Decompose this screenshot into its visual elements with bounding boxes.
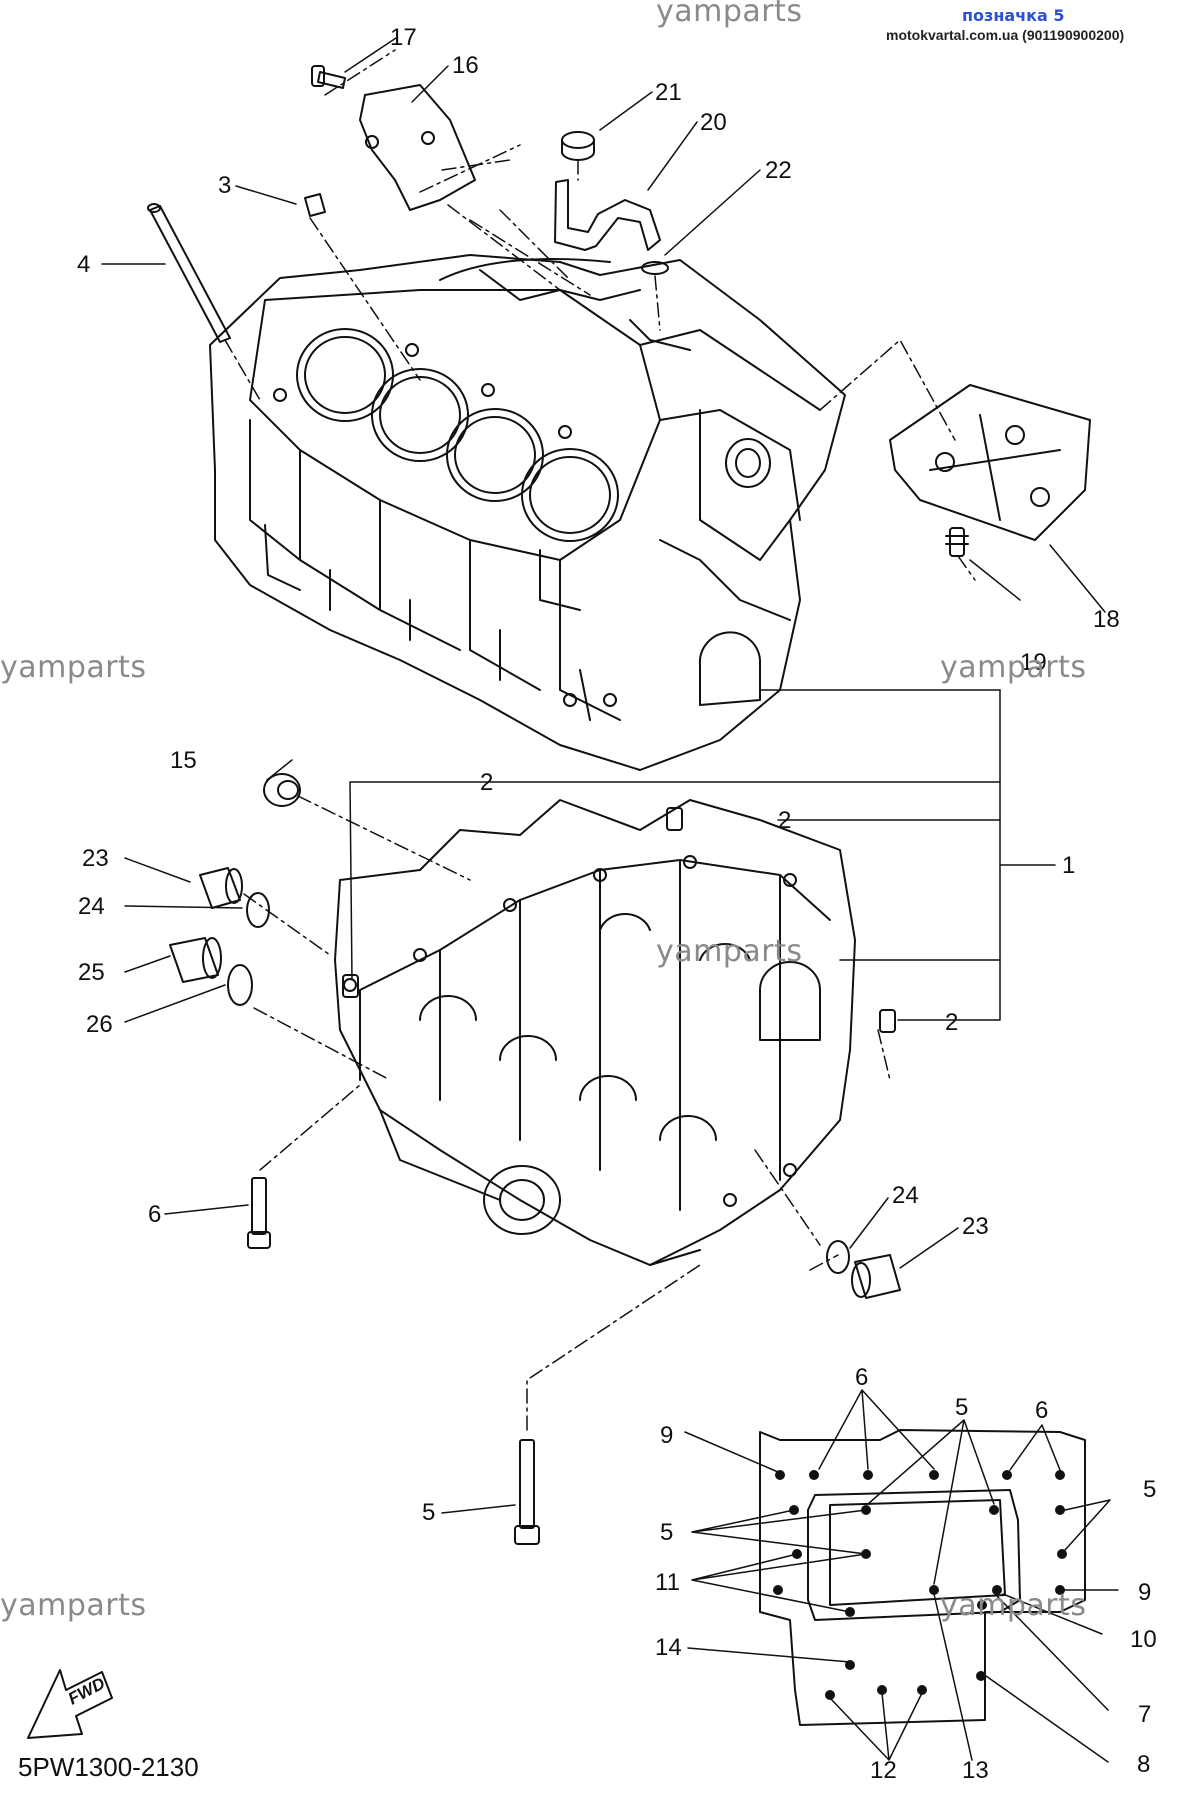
part-20-hose [554, 179, 661, 251]
part-19-bolt [945, 527, 969, 557]
callout-23a: 23 [82, 845, 109, 872]
part-24-o-ring-right [826, 1240, 850, 1274]
callout-18: 18 [1093, 606, 1120, 633]
callout-11: 11 [655, 1569, 680, 1596]
callout-14: 14 [655, 1634, 682, 1661]
leader-lines [101, 37, 1119, 1763]
callout-6c: 6 [1035, 1397, 1048, 1424]
callout-17: 17 [390, 24, 417, 51]
fwd-arrow-icon [27, 1669, 113, 1739]
part-16-cover [359, 84, 476, 211]
callout-24b: 24 [892, 1182, 919, 1209]
callout-5d: 5 [660, 1519, 673, 1546]
callout-1: 1 [1062, 852, 1075, 879]
callout-5b: 5 [955, 1394, 968, 1421]
callout-23b: 23 [962, 1213, 989, 1240]
callout-9b: 9 [1138, 1579, 1151, 1606]
part-23-plug-left [199, 867, 243, 909]
part-24-o-ring-left [246, 892, 270, 928]
part-18-plate [889, 384, 1091, 541]
watermark: yamparts [940, 1588, 1087, 1623]
part-25-plug-left [169, 937, 222, 983]
callout-7: 7 [1138, 1701, 1151, 1728]
site-line: motokvartal.com.ua (901190900200) [886, 27, 1125, 43]
watermark: yamparts [656, 0, 803, 29]
callout-19: 19 [1020, 649, 1047, 676]
part-22-o-ring [641, 261, 669, 275]
part-15-plug [263, 773, 301, 807]
callout-20: 20 [700, 109, 727, 136]
callout-4: 4 [77, 251, 90, 278]
part-4-stud [147, 203, 231, 343]
callout-2a: 2 [480, 769, 493, 796]
callout-6b: 6 [855, 1364, 868, 1391]
callout-13: 13 [962, 1757, 989, 1784]
callout-12: 12 [870, 1757, 897, 1784]
watermark: yamparts [940, 650, 1087, 685]
exploded-view-lines [224, 49, 976, 1431]
bolt-hole [773, 1470, 1067, 1700]
callout-5c: 5 [1143, 1476, 1156, 1503]
part-2-dowel [342, 807, 896, 1033]
lower-crankcase [334, 799, 856, 1266]
callout-21: 21 [655, 79, 682, 106]
callout-6a: 6 [148, 1201, 161, 1228]
bolt-pattern-inset [759, 1429, 1086, 1726]
callout-5a: 5 [422, 1499, 435, 1526]
callout-16: 16 [452, 52, 479, 79]
watermark: yamparts [0, 650, 147, 685]
callout-3: 3 [218, 172, 231, 199]
part-3-plug [304, 193, 326, 217]
diagram-code: 5PW1300-2130 [18, 1752, 199, 1782]
part-6-bolt [247, 1177, 271, 1249]
callout-24a: 24 [78, 893, 105, 920]
watermark: yamparts [0, 1588, 147, 1623]
watermark: yamparts [656, 934, 803, 969]
part-21-clamp [561, 131, 595, 161]
callout-22: 22 [765, 157, 792, 184]
callout-9a: 9 [660, 1422, 673, 1449]
callout-2c: 2 [945, 1009, 958, 1036]
part-26-o-ring-left [227, 964, 253, 1006]
callout-26a: 26 [86, 1011, 113, 1038]
callout-8: 8 [1137, 1751, 1150, 1778]
source-label[interactable]: позначка 5 [962, 6, 1065, 25]
part-17-bolt [311, 65, 346, 89]
callout-25a: 25 [78, 959, 105, 986]
callout-2b: 2 [778, 807, 791, 834]
callout-15: 15 [170, 747, 197, 774]
callout-10: 10 [1130, 1626, 1157, 1653]
part-5-bolt [514, 1439, 540, 1545]
upper-crankcase [209, 254, 846, 771]
part-23-plug-right [851, 1254, 901, 1299]
